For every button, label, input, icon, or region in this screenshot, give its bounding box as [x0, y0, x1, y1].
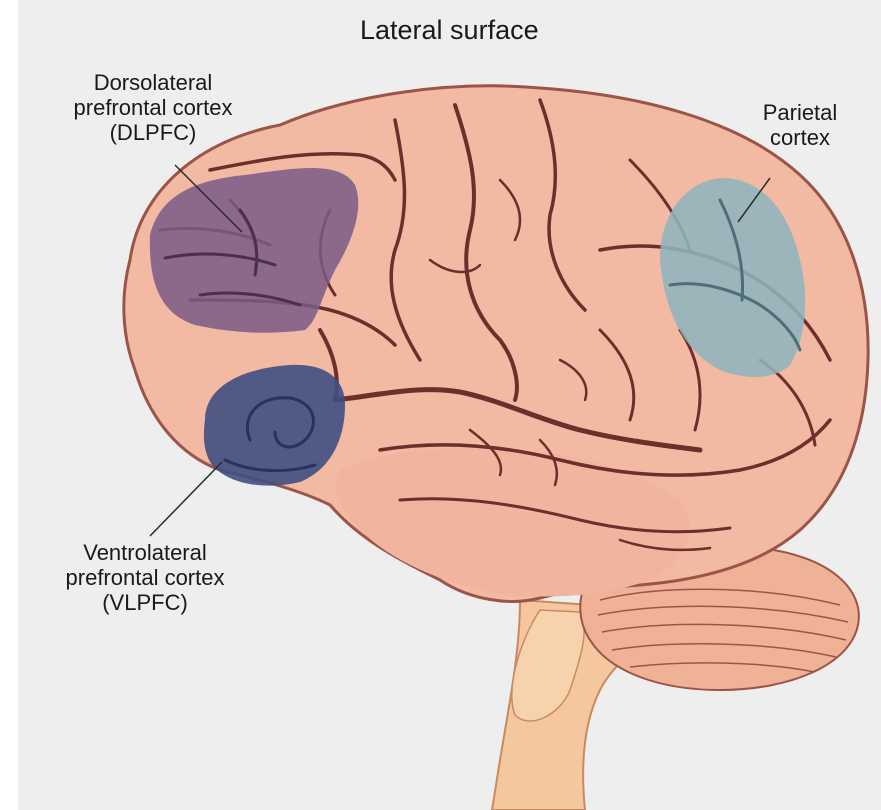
vlpfc-label: Ventrolateral prefrontal cortex (VLPFC)	[30, 540, 260, 615]
parietal-label-line: Parietal	[740, 100, 860, 125]
vlpfc-label-line: (VLPFC)	[30, 590, 260, 615]
parietal-label-line: cortex	[740, 125, 860, 150]
vlpfc-label-line: Ventrolateral	[30, 540, 260, 565]
parietal-label: Parietal cortex	[740, 100, 860, 150]
dlpfc-label-line: (DLPFC)	[38, 120, 268, 145]
dlpfc-label-line: prefrontal cortex	[38, 95, 268, 120]
dlpfc-label: Dorsolateral prefrontal cortex (DLPFC)	[38, 70, 268, 145]
vlpfc-label-line: prefrontal cortex	[30, 565, 260, 590]
dlpfc-label-line: Dorsolateral	[38, 70, 268, 95]
diagram-title: Lateral surface	[360, 14, 539, 46]
